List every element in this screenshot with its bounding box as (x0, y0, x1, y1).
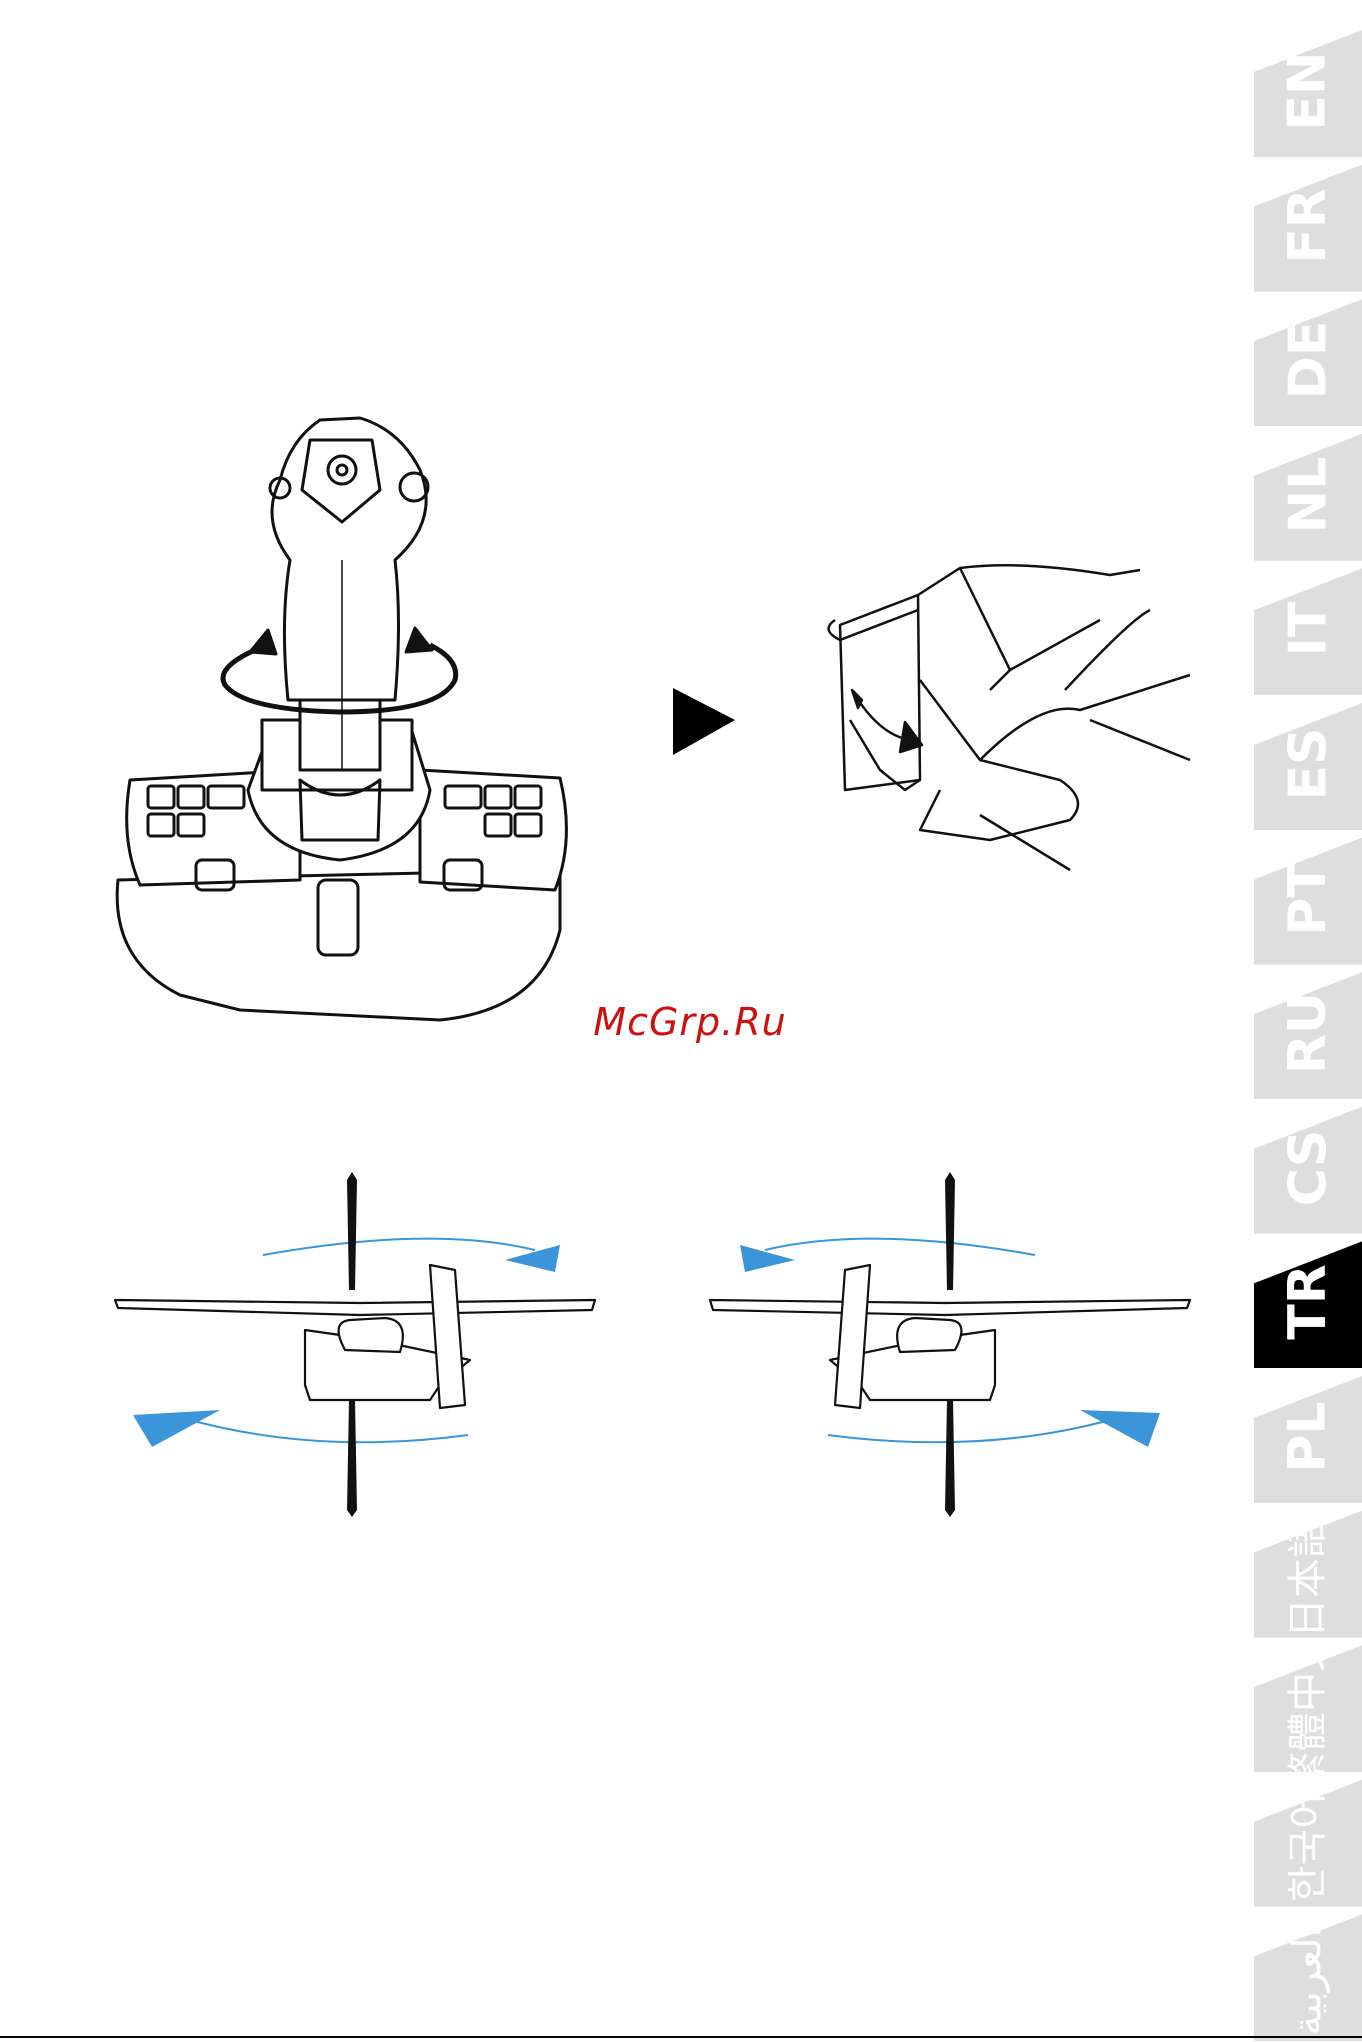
joystick-twist-illustration (117, 418, 566, 1020)
language-tab-label: CS (1282, 1130, 1334, 1207)
language-tab-label: PT (1282, 862, 1334, 936)
language-tab-12[interactable]: 繁體中文 (1254, 1645, 1362, 1772)
language-tab-label: IT (1282, 602, 1334, 657)
watermark-text: McGrp.Ru (560, 1000, 820, 1044)
language-tab-label: 한국어 (1288, 1792, 1328, 1902)
language-tab-5[interactable]: ES (1254, 703, 1362, 830)
bottom-rule (0, 2036, 1362, 2038)
plane-yaw-right-illustration (710, 1172, 1190, 1517)
language-tab-label: FR (1282, 188, 1334, 264)
language-tab-label: 日本語 (1288, 1518, 1328, 1638)
language-tab-2[interactable]: DE (1254, 299, 1362, 426)
language-tab-1[interactable]: FR (1254, 165, 1362, 292)
language-tab-label: RU (1282, 992, 1334, 1074)
language-tab-14[interactable]: العربية (1254, 1914, 1362, 2041)
language-tab-11[interactable]: 日本語 (1254, 1511, 1362, 1638)
language-tab-8[interactable]: CS (1254, 1107, 1362, 1234)
language-tab-label: EN (1282, 51, 1334, 130)
language-tab-label: 繁體中文 (1288, 1632, 1328, 1792)
language-tab-label: DE (1282, 321, 1334, 400)
language-tab-label: العربية (1288, 1927, 1328, 2036)
language-tab-label: TR (1282, 1265, 1334, 1341)
plane-yaw-left-illustration (115, 1172, 595, 1517)
language-tab-9[interactable]: TR (1254, 1241, 1362, 1368)
language-tab-10[interactable]: PL (1254, 1376, 1362, 1503)
language-tab-3[interactable]: NL (1254, 434, 1362, 561)
language-tab-4[interactable]: IT (1254, 568, 1362, 695)
language-tab-label: ES (1282, 728, 1334, 801)
next-step-arrow (673, 688, 735, 755)
language-tab-0[interactable]: EN (1254, 30, 1362, 157)
language-tab-6[interactable]: PT (1254, 838, 1362, 965)
language-tab-7[interactable]: RU (1254, 972, 1362, 1099)
language-tab-13[interactable]: 한국어 (1254, 1780, 1362, 1907)
language-tab-label: PL (1282, 1401, 1334, 1472)
language-tab-label: NL (1282, 456, 1334, 533)
hand-twist-illustration (829, 565, 1190, 870)
